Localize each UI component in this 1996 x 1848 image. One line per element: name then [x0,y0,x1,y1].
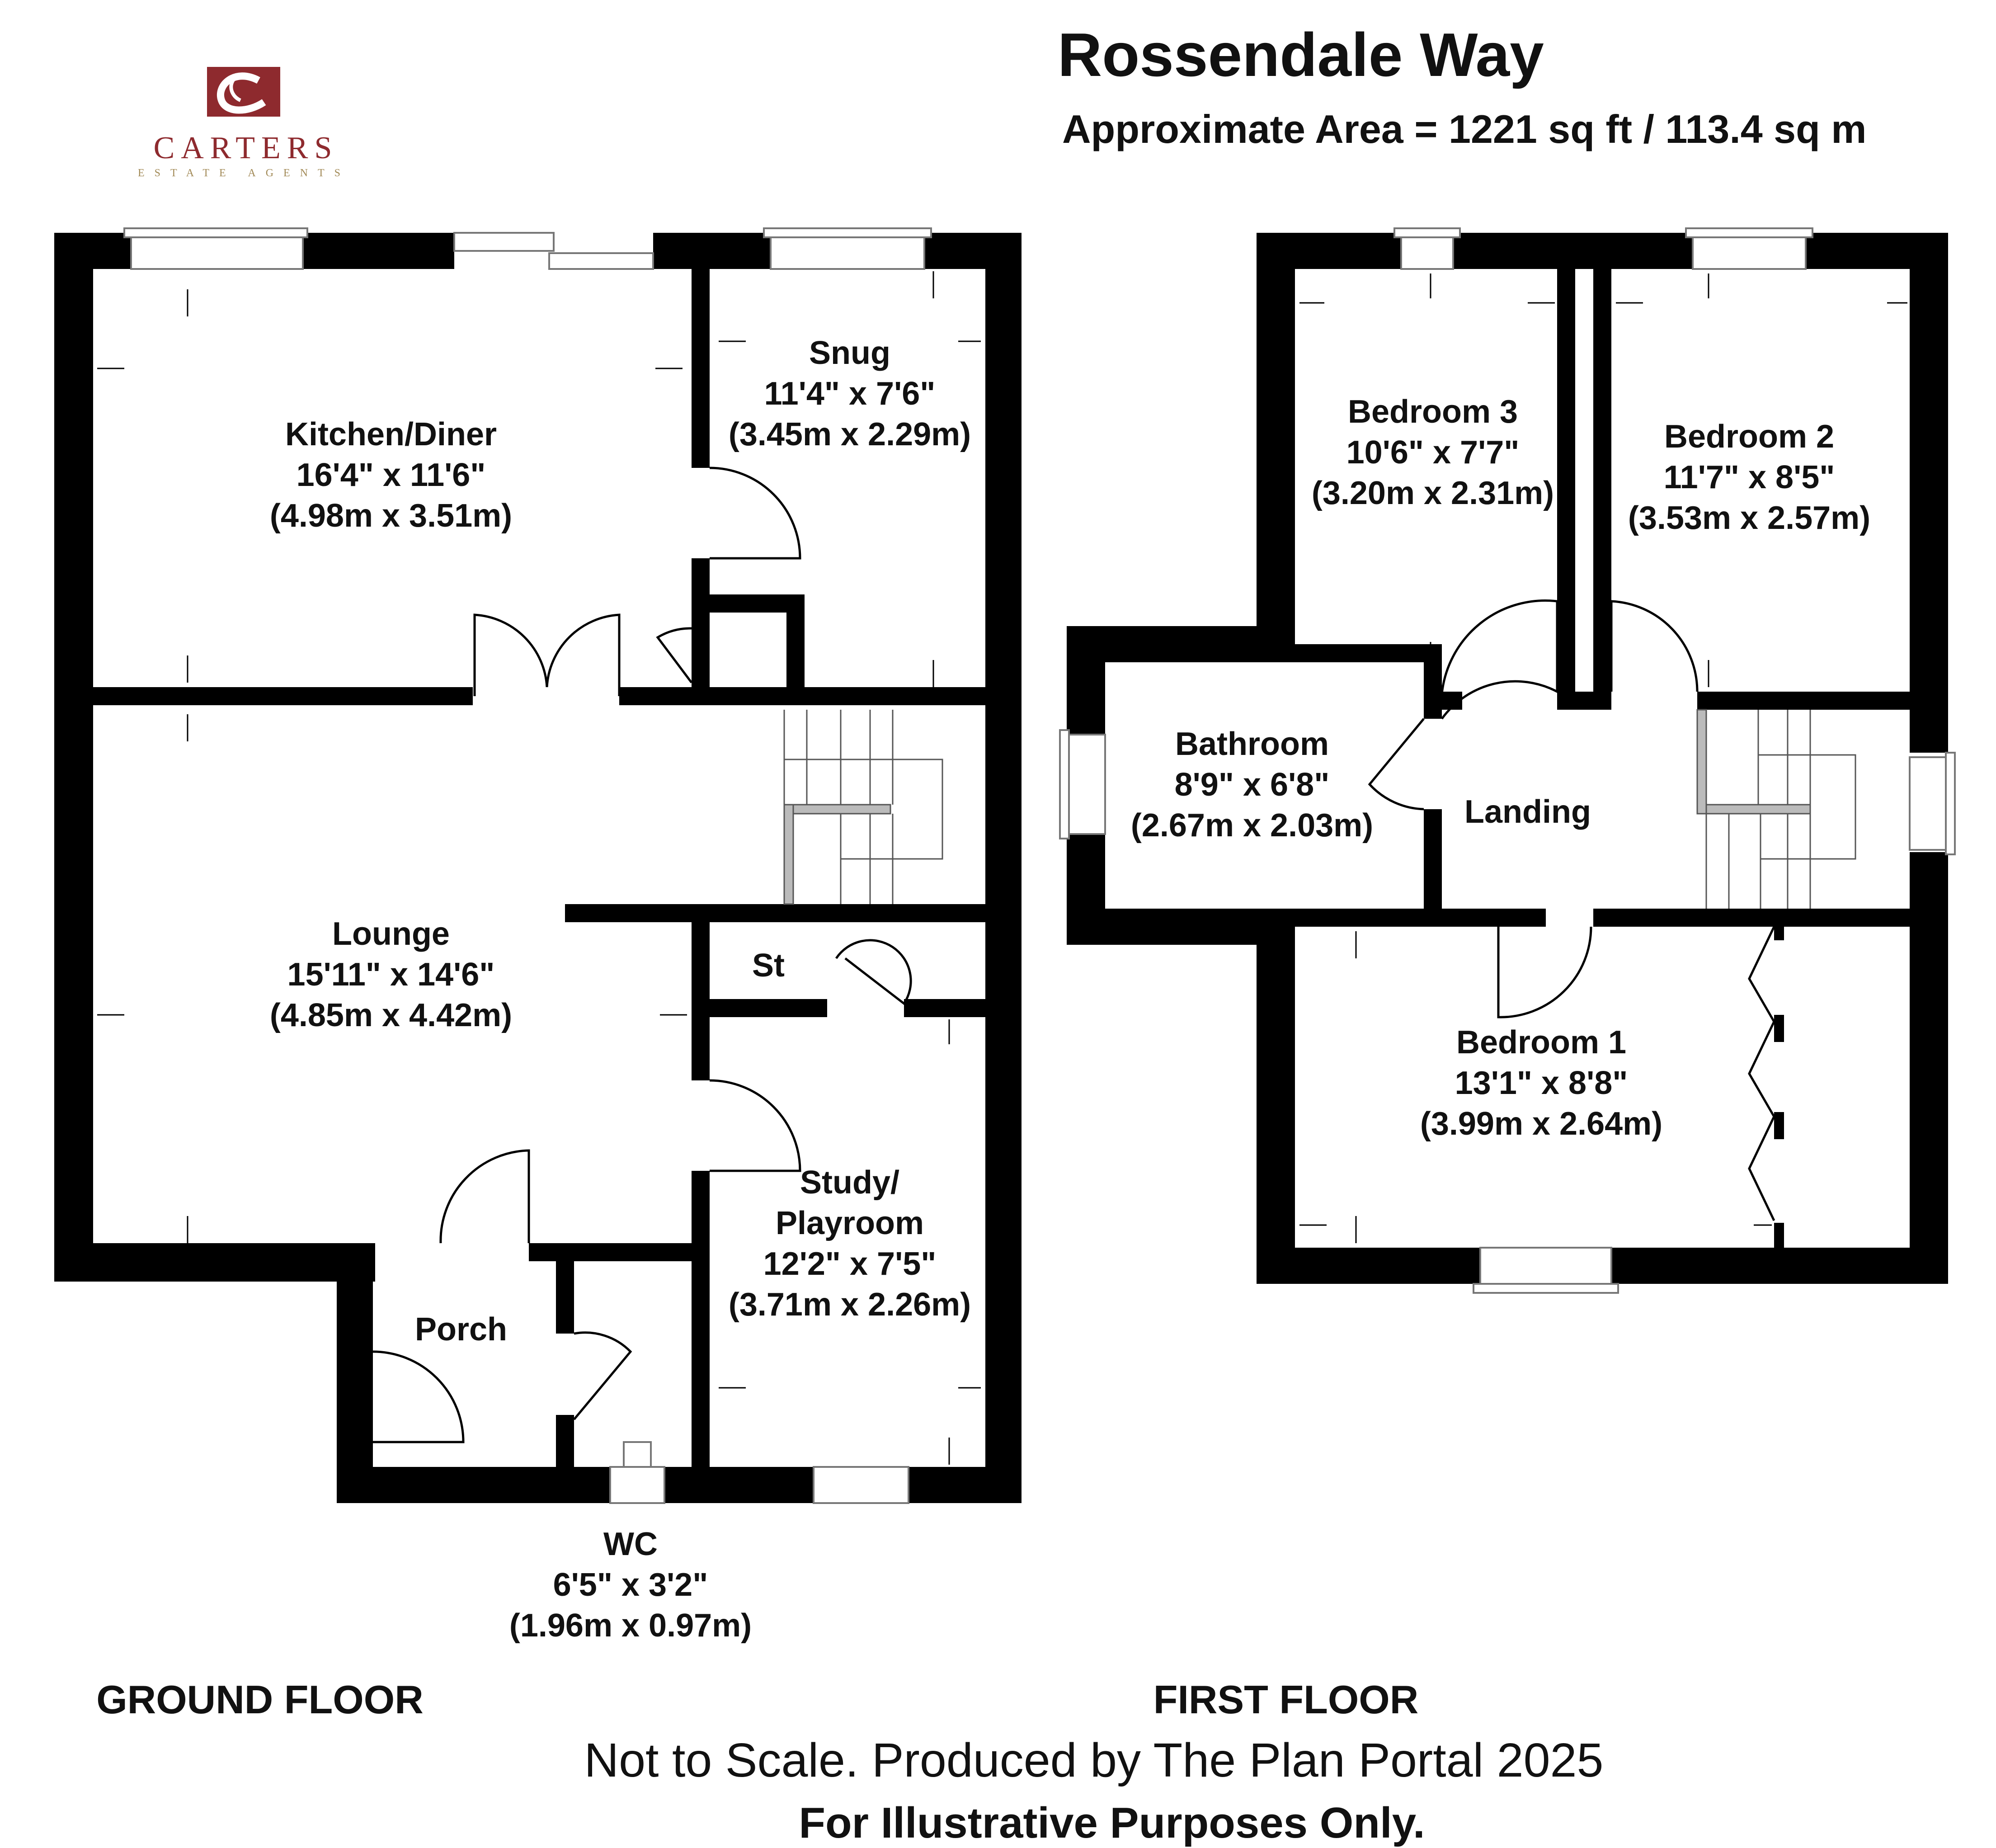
room-metric: (1.96m x 0.97m) [509,1608,752,1644]
brand-name: CARTERS [154,131,339,165]
room-imperial: 8'9" x 6'8" [1175,767,1330,803]
ground-floor-walls [54,233,1022,1503]
ground-floor-stairs [783,710,943,905]
room-imperial: 15'11" x 14'6" [287,957,495,993]
scale-note: Not to Scale. Produced by The Plan Porta… [584,1734,1604,1787]
room-imperial: 16'4" x 11'6" [297,457,486,493]
room-imperial: 11'4" x 7'6" [764,376,936,412]
area-summary: Approximate Area = 1221 sq ft / 113.4 sq… [1062,107,1867,151]
room-metric: (2.67m x 2.03m) [1131,807,1373,844]
study-playroom-label: Study/ Playroom 12'2" x 7'5" (3.71m x 2.… [729,1164,971,1323]
room-metric: (3.99m x 2.64m) [1420,1106,1662,1142]
room-imperial: 13'1" x 8'8" [1455,1065,1628,1101]
first-floor-walls [1067,233,1948,1284]
snug-label: Snug 11'4" x 7'6" (3.45m x 2.29m) [729,335,971,453]
room-name-line2: Playroom [776,1205,924,1241]
ground-floor-dimension-ticks [97,271,981,1465]
room-name: Snug [809,335,890,371]
first-floor-dimension-ticks [1299,273,1907,1243]
room-name: Bathroom [1175,726,1329,762]
disclaimer: For Illustrative Purposes Only. [799,1799,1425,1847]
wc-label: WC 6'5" x 3'2" (1.96m x 0.97m) [509,1526,752,1644]
brand-tagline: ESTATE AGENTS [138,167,350,179]
room-metric: (3.20m x 2.31m) [1312,475,1554,511]
porch-label: Porch [415,1311,507,1348]
room-metric: (4.98m x 3.51m) [270,498,512,534]
brand-logo: CARTERS ESTATE AGENTS [138,67,350,179]
first-floor-doors [1368,599,1699,1018]
ground-floor-caption: GROUND FLOOR [96,1677,424,1722]
c-monogram-logo [207,67,280,117]
first-floor-windows [1059,227,1956,1294]
ground-floor-windows [123,227,932,1504]
room-imperial: 10'6" x 7'7" [1346,434,1520,471]
ground-floor-doors [372,467,912,1443]
room-name: Bedroom 1 [1456,1024,1626,1061]
lounge-label: Lounge 15'11" x 14'6" (4.85m x 4.42m) [270,916,512,1033]
kitchen-diner-label: Kitchen/Diner 16'4" x 11'6" (4.98m x 3.5… [270,416,512,534]
room-imperial: 12'2" x 7'5" [763,1246,937,1282]
room-name: Bedroom 3 [1348,394,1518,430]
room-imperial: 11'7" x 8'5" [1664,459,1835,495]
landing-label: Landing [1464,794,1591,830]
room-metric: (3.45m x 2.29m) [729,416,971,453]
first-floor-labels: Bedroom 3 10'6" x 7'7" (3.20m x 2.31m) B… [1131,394,1870,1142]
store-label: St [752,948,785,984]
first-floor-stairs [1696,709,1856,909]
bedroom-2-label: Bedroom 2 11'7" x 8'5" (3.53m x 2.57m) [1628,419,1870,536]
bathroom-label: Bathroom 8'9" x 6'8" (2.67m x 2.03m) [1131,726,1373,844]
page-title: Rossendale Way [1058,20,1544,89]
room-name: WC [603,1526,658,1562]
room-name: Kitchen/Diner [285,416,497,453]
wardrobe-doors [1748,926,1784,1248]
ground-floor-labels: Kitchen/Diner 16'4" x 11'6" (4.98m x 3.5… [270,335,971,1644]
room-name: Study/ [800,1164,899,1201]
room-name: Bedroom 2 [1664,419,1834,455]
room-metric: (3.71m x 2.26m) [729,1287,971,1323]
bedroom-3-label: Bedroom 3 10'6" x 7'7" (3.20m x 2.31m) [1312,394,1554,511]
room-metric: (3.53m x 2.57m) [1628,500,1870,536]
room-imperial: 6'5" x 3'2" [553,1567,708,1603]
first-floor-caption: FIRST FLOOR [1153,1677,1419,1722]
bedroom-1-label: Bedroom 1 13'1" x 8'8" (3.99m x 2.64m) [1420,1024,1662,1142]
room-metric: (4.85m x 4.42m) [270,997,512,1033]
room-name: Lounge [332,916,450,952]
